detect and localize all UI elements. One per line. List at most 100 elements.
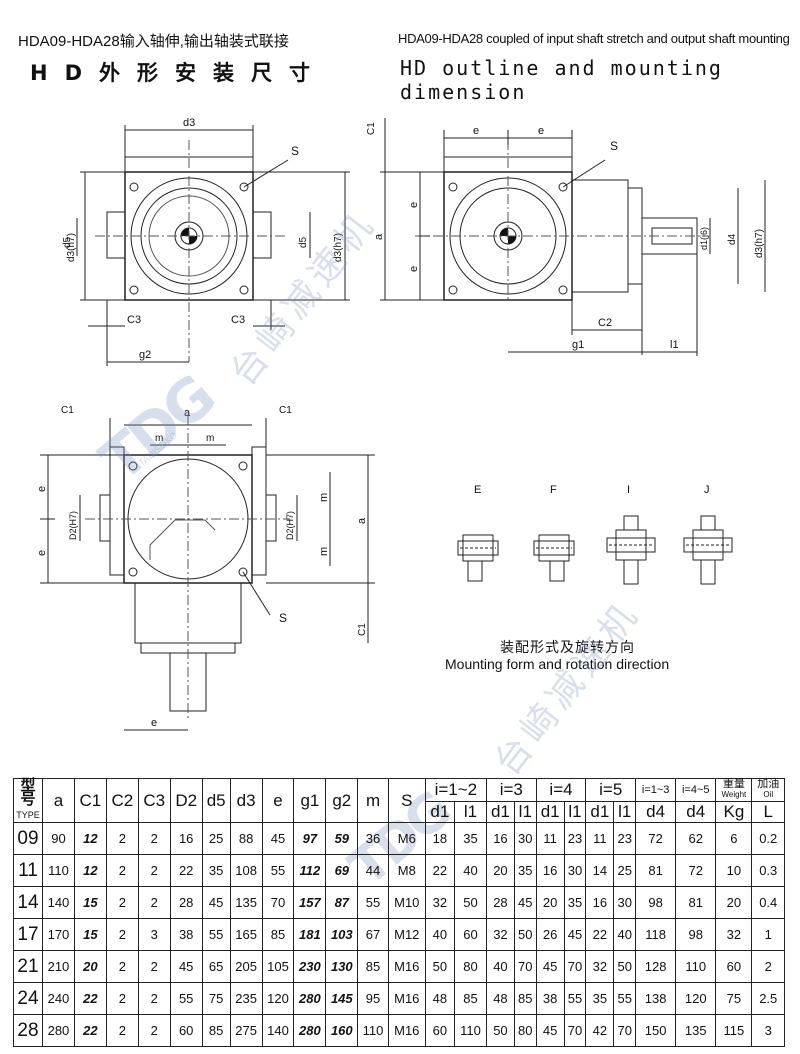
- table-cell-d4a: 98: [635, 886, 677, 919]
- table-cell-d4b: 135: [675, 1014, 717, 1047]
- table-cell-g1: 280: [293, 982, 327, 1015]
- technical-drawings: d3 S d3(h7) d5 d5 d3(h7) C3 C3 g2: [36, 117, 766, 731]
- table-cell-oil: 1: [751, 918, 785, 951]
- table-cell-i4d1: 11: [535, 822, 565, 855]
- sub-d1-i5: d1: [585, 800, 615, 823]
- col-oil: 加油 Oil: [751, 778, 785, 802]
- table-cell-kg: 75: [715, 982, 753, 1015]
- d1-label-c3-left: C3: [127, 314, 141, 326]
- d1-label-d5-left: d5: [62, 236, 73, 248]
- table-cell-c1: 22: [73, 982, 107, 1015]
- col-s: S: [387, 778, 426, 823]
- table-cell-d3: 108: [229, 854, 263, 887]
- table-cell-i4l1: 70: [563, 1014, 587, 1047]
- table-cell-i3d1: 48: [485, 982, 515, 1015]
- table-cell-i4l1: 35: [563, 886, 587, 919]
- d2-label-c2: C2: [598, 317, 612, 329]
- col-a: a: [42, 778, 75, 823]
- table-cell-d5: 65: [201, 950, 231, 983]
- col-type-cn: 型号: [20, 777, 36, 808]
- table-cell-s: M16: [387, 982, 426, 1015]
- table-cell-c3: 3: [137, 918, 171, 951]
- col-weight-en: Weight: [721, 790, 747, 800]
- table-cell-e: 120: [261, 982, 295, 1015]
- table-cell-s: M6: [387, 822, 426, 855]
- table-cell-e: 105: [261, 950, 295, 983]
- table-cell-g2: 145: [325, 982, 359, 1015]
- d2-label-s: S: [610, 139, 618, 153]
- mounting-caption-en: Mounting form and rotation direction: [445, 656, 670, 672]
- table-cell-d4b: 81: [675, 886, 717, 919]
- col-m: m: [357, 778, 389, 823]
- table-cell-i12l1: 60: [454, 918, 487, 951]
- table-cell-i5l1: 55: [613, 982, 637, 1015]
- table-cell-g2: 59: [325, 822, 359, 855]
- table-cell-d3: 235: [229, 982, 263, 1015]
- table-cell-d3: 135: [229, 886, 263, 919]
- table-cell-i3d1: 32: [485, 918, 515, 951]
- table-cell-a: 90: [42, 822, 75, 855]
- drawing-3-top-view: C1 C1 a m m e e D2(H7) D2(H7) m m a C1 S…: [36, 405, 375, 731]
- table-cell-a: 140: [42, 886, 75, 919]
- form-j-icon: [683, 515, 733, 585]
- table-cell-g2: 160: [325, 1014, 359, 1047]
- title-cn-line2: HD外形安装尺寸: [30, 61, 328, 85]
- form-i-icon: [606, 515, 656, 585]
- table-cell-c3: 2: [137, 950, 171, 983]
- table-cell-i4l1: 23: [563, 822, 587, 855]
- table-cell-d3: 165: [229, 918, 263, 951]
- table-cell-i12d1: 48: [424, 982, 456, 1015]
- mounting-forms: E F I J: [457, 484, 733, 585]
- form-label-j: J: [704, 484, 710, 496]
- d3-label-c1-right: C1: [279, 405, 292, 416]
- spec-table: 型号 TYPE a C1 C2 C3 D2 d5 d3 e g1 g2 m S …: [13, 778, 785, 1047]
- table-cell-i5d1: 11: [585, 822, 615, 855]
- table-cell-c2: 2: [105, 982, 139, 1015]
- table-cell-c1: 15: [73, 886, 107, 919]
- d3-label-c1-v: C1: [357, 623, 368, 636]
- table-cell-i4d1: 20: [535, 886, 565, 919]
- table-cell-d5: 25: [201, 822, 231, 855]
- table-cell-c1: 15: [73, 918, 107, 951]
- table-cell-e: 55: [261, 854, 295, 887]
- table-cell-i5l1: 40: [613, 918, 637, 951]
- title-en-line2: HD outline and mounting dimension: [400, 56, 723, 104]
- table-cell-m: 110: [357, 1014, 389, 1047]
- table-cell-i4d1: 45: [535, 950, 565, 983]
- table-cell-type: 09: [13, 822, 43, 855]
- table-cell-i12d1: 22: [424, 854, 456, 887]
- table-cell-oil: 0.4: [751, 886, 785, 919]
- sub-l1-i3: l1: [513, 800, 537, 823]
- table-cell-g2: 87: [325, 886, 359, 919]
- table-cell-i4l1: 30: [563, 854, 587, 887]
- table-cell-type: 24: [13, 982, 43, 1015]
- sub-l: L: [751, 800, 785, 823]
- col-e: e: [261, 778, 295, 823]
- sub-d1-i4: d1: [535, 800, 565, 823]
- table-cell-oil: 0.2: [751, 822, 785, 855]
- table-cell-g1: 280: [293, 1014, 327, 1047]
- table-cell-i4d1: 45: [535, 1014, 565, 1047]
- table-cell-oil: 2.5: [751, 982, 785, 1015]
- table-cell-kg: 115: [715, 1014, 753, 1047]
- table-cell-d4b: 62: [675, 822, 717, 855]
- col-c1: C1: [73, 778, 107, 823]
- table-cell-i5d1: 32: [585, 950, 615, 983]
- col-d5: d5: [201, 778, 231, 823]
- table-cell-m: 44: [357, 854, 389, 887]
- table-cell-kg: 6: [715, 822, 753, 855]
- sub-l1-i5: l1: [613, 800, 637, 823]
- table-cell-i5l1: 23: [613, 822, 637, 855]
- table-cell-d5: 45: [201, 886, 231, 919]
- title-cn-line1: HDA09-HDA28输入轴伸,输出轴装式联接: [18, 33, 289, 50]
- table-cell-c2: 2: [105, 854, 139, 887]
- table-cell-i12l1: 40: [454, 854, 487, 887]
- d3-label-d2h7-left: D2(H7): [68, 511, 78, 540]
- table-cell-e: 140: [261, 1014, 295, 1047]
- table-cell-i3l1: 50: [513, 918, 537, 951]
- table-cell-s: M10: [387, 886, 426, 919]
